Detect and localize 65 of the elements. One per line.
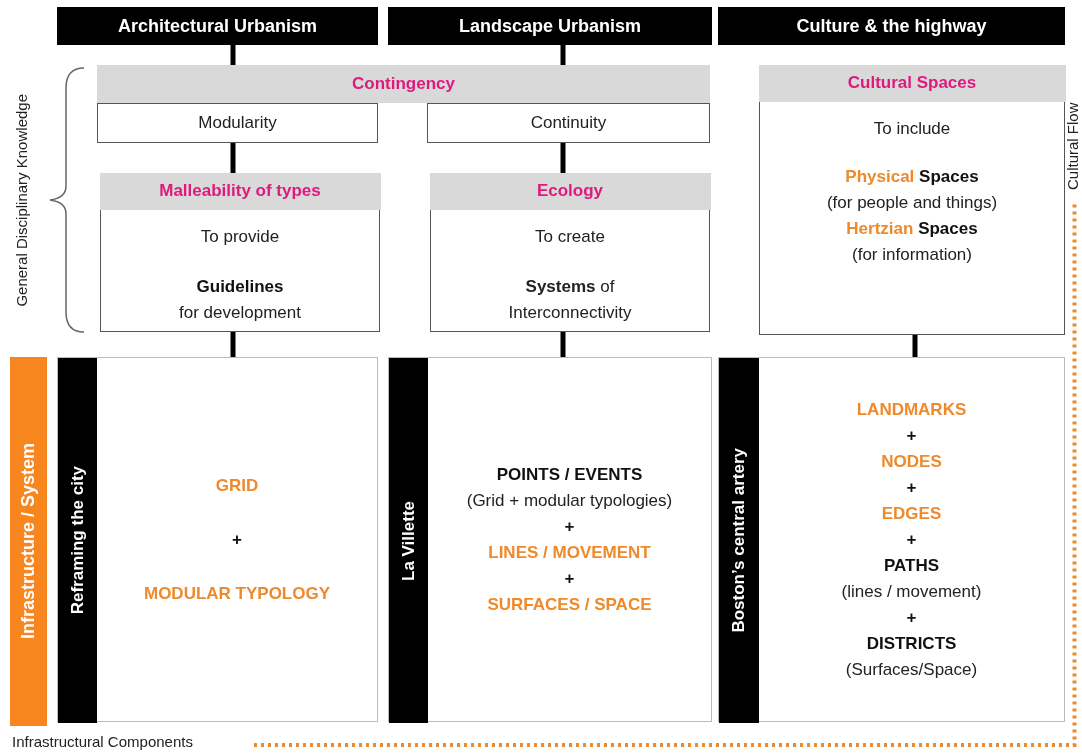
body-text: To provide [200,225,280,248]
connector-line [230,332,236,357]
bar-label: Boston’s central artery [729,448,749,633]
body-text: + [232,528,242,551]
concept-card [100,173,380,332]
side-label: General Disciplinary Knowledge [12,93,30,307]
body-text: (lines / movement) [841,580,982,603]
concept-card [430,173,710,332]
body-text: MODULAR TYPOLOGY [143,582,331,605]
body-text: To include [873,117,951,140]
column-header: Architectural Urbanism [57,7,378,45]
body-text: + [906,476,917,499]
connector-line [230,143,236,173]
body-text: SURFACES / SPACE [487,593,652,616]
heading-band: Malleability of types [99,172,381,210]
side-bar [389,358,428,723]
body-text: (Surfaces/Space) [845,658,978,681]
component-panel [388,357,712,722]
side-bar [719,358,759,723]
connector-line [912,335,918,357]
concept-box: Modularity [97,103,378,143]
body-text: + [564,567,575,590]
column-header: Landscape Urbanism [388,7,712,45]
bar-label: Reframing the city [67,466,88,615]
body-text: NODES [881,450,942,473]
body-text: (for information) [852,243,972,266]
side-bar [10,357,47,726]
body-text: Systems of [525,275,615,298]
component-panel [718,357,1065,722]
heading-band: Contingency [97,65,710,103]
body-text: Interconnectivity [508,301,632,324]
body-text: GRID [215,474,259,497]
flow-label: Cultural Flow [1064,101,1081,190]
body-text: + [906,424,917,447]
column-header: Culture & the highway [718,7,1065,45]
body-text: PATHS [883,554,940,577]
connector-line [560,45,566,65]
heading-band: Cultural Spaces [758,64,1066,102]
connector-line [560,332,566,357]
body-text: To create [535,225,605,248]
bar-label: La Villette [398,500,419,581]
body-text: DISTRICTS [866,632,957,655]
body-text: + [564,515,575,538]
concept-card [759,65,1065,335]
dotted-flow-line [254,202,1077,747]
body-text: LINES / MOVEMENT [488,541,651,564]
body-text: POINTS / EVENTS [496,463,643,486]
flow-label: Infrastructural Components [12,733,240,755]
side-bar [58,358,97,723]
connector-line [560,143,566,173]
connector-line [230,45,236,65]
body-text: for development [179,301,301,324]
body-text: (for people and things) [826,191,998,214]
bar-label: Infrastructure / System [18,443,39,640]
body-text: EDGES [881,502,942,525]
body-text: (Grid + modular typologies) [466,489,673,512]
concept-box: Continuity [427,103,710,143]
body-text: + [906,606,917,629]
body-text: LANDMARKS [856,398,967,421]
body-text: Guidelines [196,275,284,298]
body-text: + [906,528,917,551]
heading-band: Ecology [429,172,711,210]
body-text: Physical Spaces [845,165,979,188]
component-panel [57,357,378,722]
body-text: Hertzian Spaces [846,217,978,240]
